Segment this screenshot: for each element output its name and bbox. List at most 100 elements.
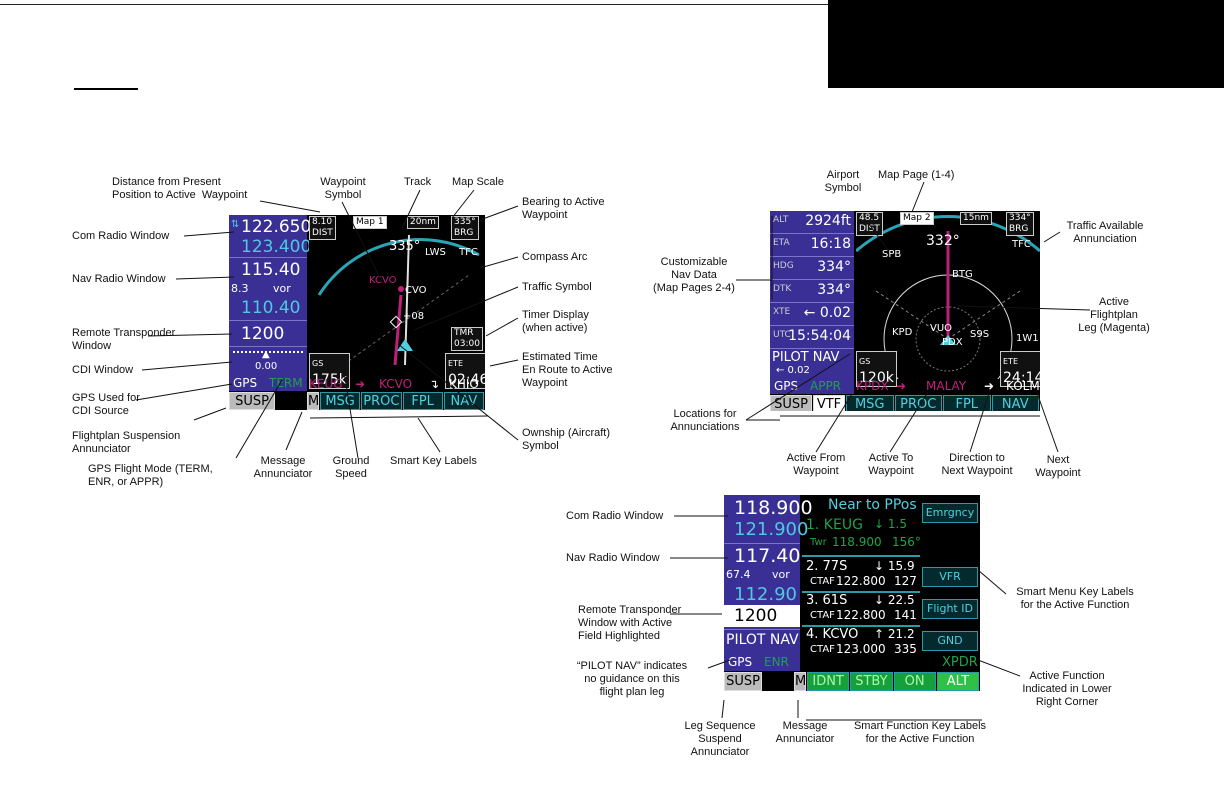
susp-annunciator: SUSP [229,392,275,410]
label-cdi: CDI Window [72,364,134,376]
track-readout: 335° [389,239,421,254]
cdi-value: 0.00 [255,361,278,372]
key-on[interactable]: ON [893,672,936,691]
nav-radio-window[interactable]: 115.40 8.3 vor 110.40 [229,258,307,321]
next-waypoint: KHIO [449,377,479,391]
waypoint-label-cvo: CVO [405,285,427,296]
label-timer: Timer Display (when active) [522,309,589,334]
waypoint-label-kcvo: KCVO [369,275,397,286]
label-waypoint-symbol: Waypoint Symbol [320,176,366,201]
susp-annunciator-3: SUSP [724,672,762,691]
waypoint-kpd: KPD [892,327,913,338]
menu-key-vfr[interactable]: VFR [922,567,978,587]
to-waypoint: KCVO [379,377,413,391]
key-idnt[interactable]: IDNT [807,672,850,691]
near-item-2[interactable]: 2. 77S ↓ 15.9 CTAF 122.800 127 [802,559,920,593]
nav-data-xte: XTE← 0.02 [770,303,854,326]
pilot-nav-box-3: PILOT NAV [724,629,800,654]
label-com-radio-3: Com Radio Window [566,510,664,522]
radio-panel-3: 118.900 121.900 117.40 67.4 vor 112.90 1… [724,495,813,671]
pilot-nav-label-3: PILOT NAV [726,632,799,648]
bearing-readout: 335°BRG [451,216,479,240]
waypoint-bar-2: KPDX ➜ MALAY ➜ KOLM [856,379,1040,394]
to-arrow-icon: ➜ [355,377,366,391]
key-msg[interactable]: MSG [320,392,361,410]
label-ete: Estimated Time En Route to Active Waypoi… [522,351,613,389]
map-graphics [317,234,480,376]
nav-radio-window-3[interactable]: 117.40 67.4 vor 112.90 [724,544,800,609]
key-nav[interactable]: NAV [443,392,484,410]
label-annunciation-locations: Locations for Annunciations [670,408,740,433]
gps-source-2: GPS [774,379,799,393]
key-fpl[interactable]: FPL [402,392,443,410]
menu-key-emergency[interactable]: Emrgncy [922,503,978,523]
radio-panel: ⇅ 122.650 123.400 115.40 8.3 vor 110.40 … [229,215,311,375]
unit-xpdr: 118.900 121.900 117.40 67.4 vor 112.90 1… [724,495,980,691]
near-item-4[interactable]: 4. KCVO ↑ 21.2 CTAF 123.000 335 [806,627,917,656]
map-page-2: Map 2 [900,212,934,225]
key-alt[interactable]: ALT [936,672,979,691]
label-traffic-available: Traffic Available Annunciation [1066,220,1144,245]
nav-active: 115.40 [241,260,301,280]
gps-mode-2: APPR [810,379,842,393]
menu-key-gnd[interactable]: GND [922,631,978,651]
susp-annunciator-2: SUSP [770,395,812,411]
label-traffic-symbol: Traffic Symbol [522,281,592,293]
function-key-row: SUSP M IDNT STBY ON ALT [724,672,980,691]
label-map-scale: Map Scale [452,176,504,188]
cdi-needle-icon: ▲ [262,349,270,360]
waypoint-s9s: S9S [970,329,990,340]
traffic-annunciator-2: TFC [1012,239,1031,250]
xpdr-window-3[interactable]: 1200 [724,605,800,627]
gps-source-bar-3: GPS ENR [724,655,800,671]
gps-mode: TERM [269,376,303,390]
menu-key-flight-id[interactable]: Flight ID [922,599,978,619]
nav-standby: 110.40 [241,298,301,318]
label-gps-cdi: GPS Used for CDI Source [72,392,140,417]
key-stby[interactable]: STBY [850,672,893,691]
next-waypoint-2: KOLM [1006,379,1040,393]
com-radio-window-3[interactable]: 118.900 121.900 [724,495,813,544]
label-smart-function: Smart Function Key Labels for the Active… [853,720,987,745]
label-com-radio: Com Radio Window [72,230,170,242]
com-radio-window[interactable]: ⇅ 122.650 123.400 [229,215,311,258]
near-item-1[interactable]: 1. KEUG ↓ 1.5 Twr 118.900 156° [802,515,921,557]
label-smart-keys: Smart Key Labels [390,455,477,467]
track-readout-2: 332° [926,233,960,249]
key-proc-2[interactable]: PROC [894,395,942,411]
key-fpl-2[interactable]: FPL [943,395,991,411]
nav-dist: 8.3 [231,282,249,295]
near-item-3[interactable]: 3. 61S ↓ 22.5 CTAF 122.800 141 [802,593,920,627]
label-gps-mode: GPS Flight Mode (TERM, ENR, or APPR) [88,463,213,488]
label-fpl-suspension: Flightplan Suspension Annunciator [72,430,181,455]
waypoint-bar: KEUG ➜ KCVO ↴ KHIO [229,376,485,392]
map-scale-2: 15nm [960,212,992,225]
msg-annunciator-3: M [794,672,806,691]
turn-arrow-icon: ↴ [429,377,440,391]
com-arrow-icon: ⇅ [231,219,240,230]
label-compass-arc: Compass Arc [522,251,588,263]
key-proc[interactable]: PROC [361,392,402,410]
xpdr-window[interactable]: 1200 [229,322,307,347]
unit-map1: ⇅ 122.650 123.400 115.40 8.3 vor 110.40 … [229,215,485,410]
pilot-xte: ← 0.02 [776,365,810,376]
key-nav-2[interactable]: NAV [991,395,1039,411]
gps-source-bar-2: GPS APPR [770,379,854,394]
ownship-icon [397,339,413,351]
label-ownship: Ownship (Aircraft) Symbol [522,427,611,452]
smart-key-row: SUSP M MSG PROC FPL NAV [229,392,485,410]
key-msg-2[interactable]: MSG [846,395,894,411]
label-next-waypoint: Next Waypoint [1035,454,1081,479]
label-nav-radio-3: Nav Radio Window [566,552,660,564]
